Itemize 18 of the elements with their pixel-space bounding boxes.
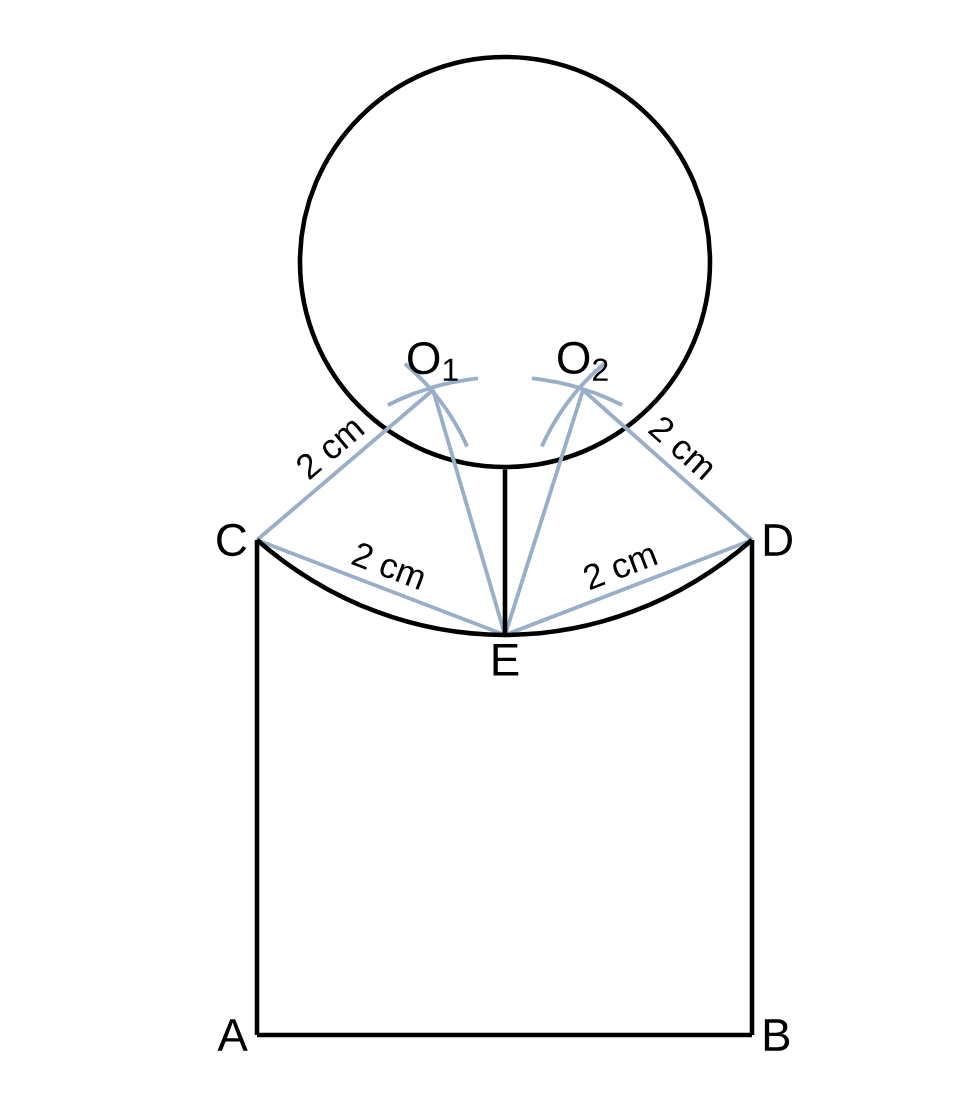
point-label: B [764, 1019, 790, 1051]
dimension-label: 2 cm [297, 420, 365, 480]
line-segment [749, 540, 755, 1035]
line-segment [257, 1032, 752, 1038]
point-label: C [217, 523, 247, 557]
dimension-label: 2 cm [351, 543, 424, 590]
point-label: O$_{2}$ [558, 341, 608, 381]
point-label: O$_{1}$ [408, 342, 458, 381]
line-segment [255, 388, 435, 542]
dimension-label: 2 cm [647, 417, 713, 481]
line-segment [254, 540, 260, 1035]
point-label: E [493, 644, 519, 676]
point-label: A [217, 1019, 248, 1051]
line-segment [255, 538, 754, 638]
dimension-label: 2 cm [583, 547, 658, 591]
line-segment [581, 388, 754, 542]
line-segment [502, 469, 508, 635]
point-label: D [764, 524, 792, 556]
